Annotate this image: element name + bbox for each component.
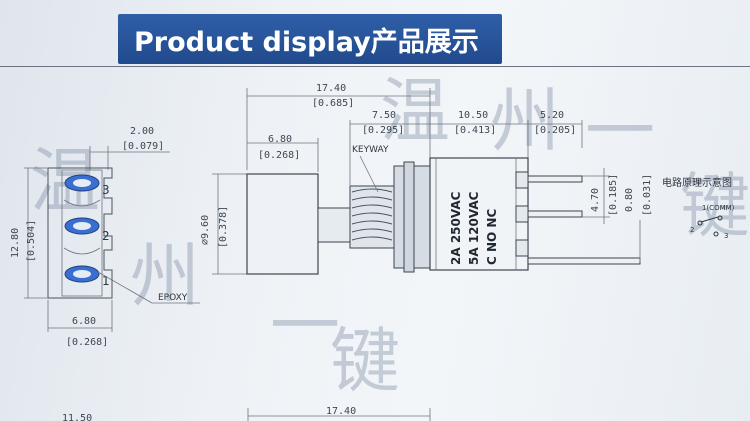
dim-term-mm: 5.20 [540,110,564,121]
dim-cap-mm: 6.80 [268,134,292,145]
watermark-char: 州 [130,235,200,317]
dim-bushing-in: [0.295] [362,125,404,136]
front-view: 17.40 [0.685] 6.80 [0.268] 7.50 [0.295] … [200,83,653,275]
body-rating-line3: C NO NC [485,209,499,265]
dim-cap-in: [0.268] [258,150,300,161]
dim-width-mm: 2.00 [130,126,154,137]
dim-termw-mm: 0.80 [624,188,635,212]
dim-dia-in: [0.378] [218,206,229,248]
schematic-title: 电路原理示意图 [662,176,732,189]
epoxy-label: EPOXY [158,293,188,303]
dim-overall-mm: 17.40 [316,83,346,94]
bottom-dim-left: 11.50 [62,413,92,421]
body-rating-line1: 2A 250VAC [449,191,463,265]
keyway-label: KEYWAY [352,145,389,155]
watermark-char: 一 [585,90,655,172]
dim-pitch-in: [0.185] [608,174,619,216]
pin-label: 3 [102,183,110,197]
dim-termw-in: [0.031] [642,174,653,216]
dim-pitch-mm: 4.70 [590,188,601,212]
title-banner: Product display产品展示 [118,14,502,64]
dim-height-in: [0.504] [26,220,37,262]
dim-height-mm: 12.80 [10,228,21,258]
schematic-pin2: 2 [690,226,694,234]
watermark-char: 键 [680,165,750,247]
dim-dia-mm: ⌀9.60 [200,215,211,245]
watermark-char: 温 [380,70,450,152]
dim-bottom-in: [0.268] [66,337,108,348]
dim-term-in: [0.205] [534,125,576,136]
dim-overall-in: [0.685] [312,98,354,109]
dim-bushing-mm: 7.50 [372,110,396,121]
watermark-char: 一 [270,285,340,367]
dim-body-in: [0.413] [454,125,496,136]
divider-line [0,66,750,67]
pin-label: 1 [102,274,110,288]
schematic-pin3: 3 [724,232,728,240]
pin-label: 2 [102,229,110,243]
comm-label: 1(COMM) [702,204,735,212]
bottom-cutoff-dims: 11.50 17.40 [62,406,431,421]
circuit-schematic: 电路原理示意图 1(COMM) 2 3 [662,176,735,240]
watermark-char: 键 [330,320,400,402]
body-rating-line2: 5A 120VAC [467,191,481,265]
bottom-dim-center: 17.40 [326,406,356,417]
watermark-char: 州 [490,80,560,162]
side-view: 2.00 [0.079] 3 2 1 [10,126,200,348]
banner-title: Product display产品展示 [134,27,479,58]
dim-bottom-mm: 6.80 [72,316,96,327]
dim-width-in: [0.079] [122,141,164,152]
dim-body-mm: 10.50 [458,110,488,121]
